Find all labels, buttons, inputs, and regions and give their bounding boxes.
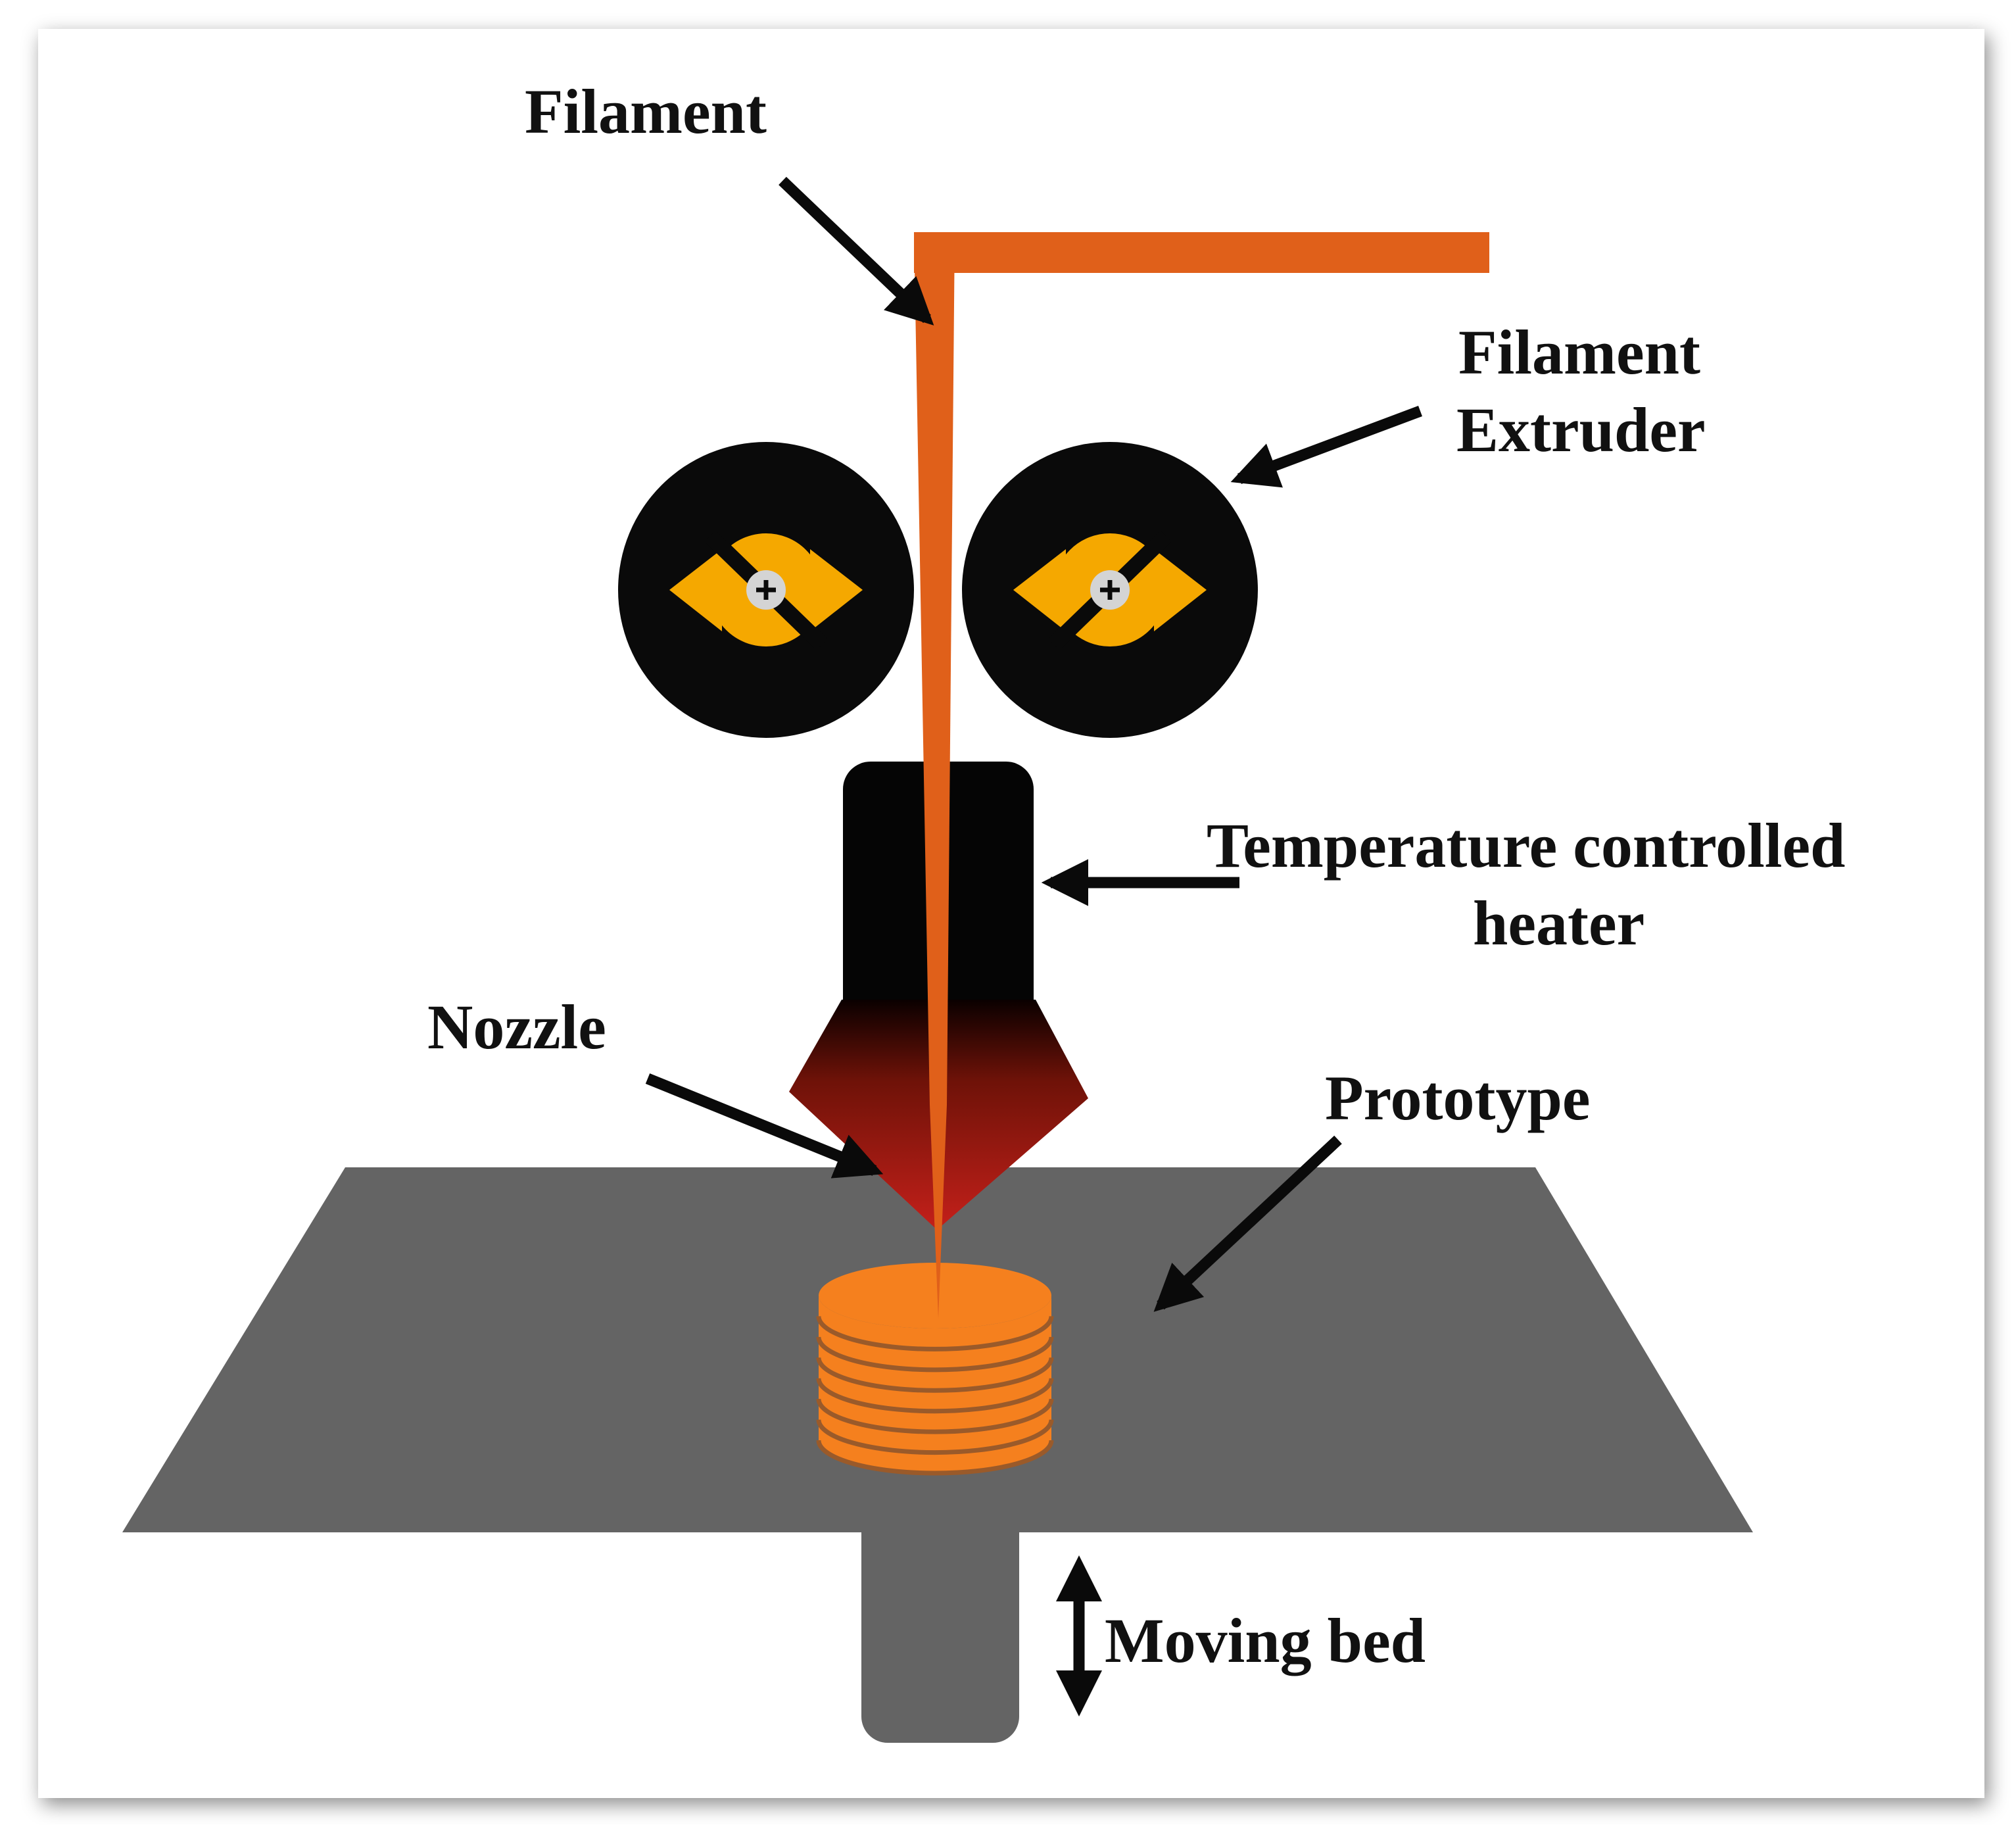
- prototype-layer-edge: [816, 1357, 1054, 1393]
- prototype-label: Prototype: [1325, 1063, 1590, 1133]
- moving-bed-label: Moving bed: [1105, 1605, 1426, 1676]
- prototype-layer: [819, 1378, 1051, 1432]
- heater-label-line2: heater: [1473, 888, 1644, 958]
- extruder-pointer-arrow: [1230, 406, 1422, 488]
- double-headed-vertical-arrow-icon: [1056, 1555, 1102, 1716]
- filament-extruder-label-line1: Filament: [1458, 317, 1700, 387]
- prototype-layer-edge: [816, 1336, 1054, 1373]
- prototype-layer: [819, 1399, 1051, 1453]
- prototype: [816, 1263, 1054, 1476]
- prototype-layer-edge: [816, 1440, 1054, 1476]
- prototype-layer-edge: [816, 1419, 1054, 1455]
- prototype-layer-edge: [816, 1316, 1054, 1351]
- nozzle-label: Nozzle: [427, 992, 606, 1062]
- nozzle-pointer-arrow: [645, 1073, 884, 1179]
- prototype-pointer-arrow: [1153, 1135, 1342, 1312]
- filament-label: Filament: [525, 76, 767, 147]
- prototype-top-layer: [819, 1263, 1051, 1328]
- prototype-layer: [819, 1316, 1051, 1370]
- prototype-layer: [819, 1336, 1051, 1391]
- left-roller: [618, 442, 914, 738]
- filament-extruder-label-line2: Extruder: [1456, 395, 1706, 465]
- prototype-layer: [819, 1419, 1051, 1473]
- filament-vertical: [914, 232, 955, 1319]
- filament-pointer-arrow: [779, 176, 934, 326]
- right-roller: [962, 442, 1258, 738]
- prototype-layer: [819, 1296, 1051, 1350]
- bed-post: [861, 1496, 1019, 1743]
- heater-label-line1: Temperature controlled: [1207, 810, 1845, 881]
- prototype-layer-edge: [816, 1378, 1054, 1414]
- prototype-layer-edge: [816, 1398, 1054, 1434]
- prototype-layer: [819, 1357, 1051, 1411]
- filament-horizontal: [914, 232, 1489, 273]
